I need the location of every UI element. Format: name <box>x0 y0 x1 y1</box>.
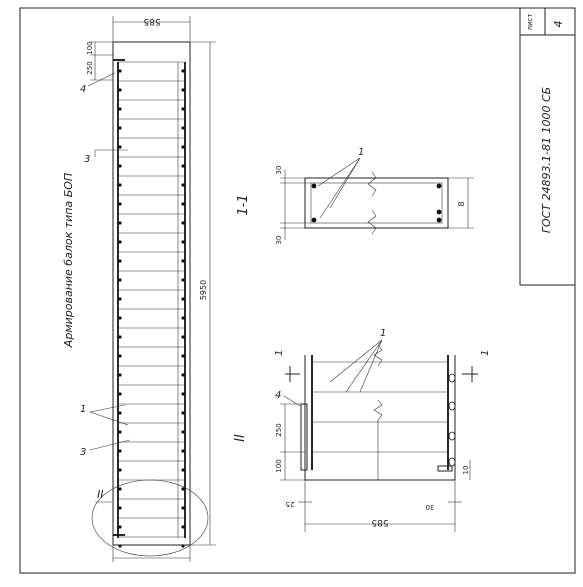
dim-250-top: 250 <box>86 61 94 74</box>
section-1-1 <box>304 171 449 235</box>
sheet-number: 4 <box>552 21 565 28</box>
detail-callout-ellipse <box>91 479 209 557</box>
dim-250-detail: 250 <box>275 423 283 436</box>
detail-ii: 1 1 <box>274 344 491 481</box>
sheet-label: лист <box>526 14 534 31</box>
dim-30-a: 30 <box>275 166 283 175</box>
beam-marks: 4 3 1 3 <box>80 72 131 458</box>
detail-title: II <box>233 434 248 442</box>
mark-3-top: 3 <box>84 154 90 165</box>
dim-10: 10 <box>462 466 470 475</box>
drawing-title: Армирование балок типа БОП <box>62 173 75 348</box>
mark-1-mid: 1 <box>80 404 86 415</box>
dim-length: 5950 <box>199 280 208 300</box>
dim-width-top: 585 <box>143 16 160 26</box>
detail-marks: 1 4 <box>275 328 386 407</box>
cut-mark-left: 1 <box>274 350 285 356</box>
dim-100-top: 100 <box>86 41 94 54</box>
dim-8: 8 <box>457 201 466 206</box>
section-marks: 1 <box>317 147 364 219</box>
detail-callout-label: II <box>97 488 104 501</box>
mark-4-detail: 4 <box>275 390 281 401</box>
section-dimensions: 30 30 8 <box>275 166 474 245</box>
mark-3-bottom: 3 <box>80 447 86 458</box>
mark-4-top: 4 <box>80 84 86 95</box>
detail-dimensions: 250 100 10 25 30 585 <box>275 403 471 532</box>
section-title: 1-1 <box>236 194 251 215</box>
beam-elevation <box>112 41 191 548</box>
sheet-frame <box>19 7 576 574</box>
dim-30-detail: 30 <box>426 503 435 511</box>
sheet-code: ГОСТ 24893.1-81 1000 СБ <box>540 87 553 233</box>
dim-width-bottom: 585 <box>371 517 388 527</box>
beam-dimensions: 585 100 250 5950 <box>86 16 216 562</box>
dim-25: 25 <box>286 500 295 508</box>
dim-100-detail: 100 <box>275 459 283 472</box>
mark-1-section: 1 <box>358 147 364 158</box>
mark-1-detail: 1 <box>380 328 386 339</box>
title-block: лист 4 ГОСТ 24893.1-81 1000 СБ <box>519 8 575 286</box>
dim-30-b: 30 <box>275 236 283 245</box>
cut-mark-right: 1 <box>480 350 491 356</box>
